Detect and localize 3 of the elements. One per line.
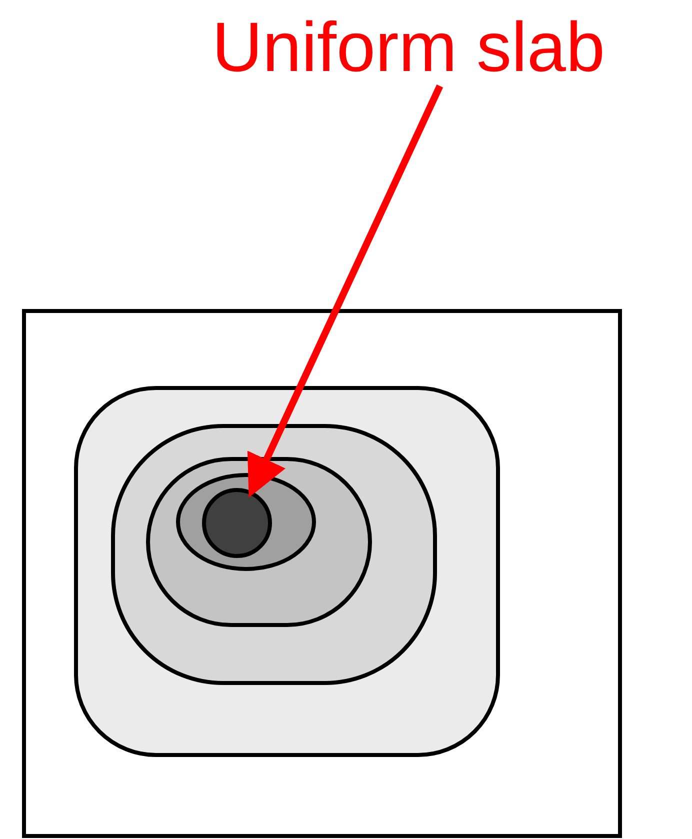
core-region <box>202 488 272 558</box>
callout-label: Uniform slab <box>212 12 605 82</box>
leader-arrow <box>247 84 444 498</box>
